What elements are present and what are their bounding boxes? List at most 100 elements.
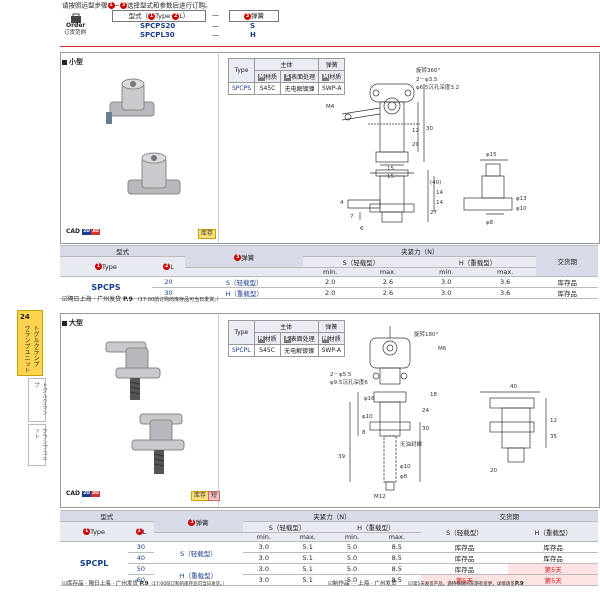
small-note-ref[interactable]: P.9 xyxy=(123,296,133,303)
sel-smax: 2.6 xyxy=(357,287,419,299)
sel-delivery-s: 库存品 xyxy=(420,563,509,575)
material-icon: M xyxy=(257,336,265,343)
sel-hmin: 3.0 xyxy=(418,276,474,288)
large-dim-phi10b: φ10 xyxy=(400,464,411,470)
small-photo-divider xyxy=(218,52,219,242)
sel-l: 20 xyxy=(151,276,186,288)
small-dim-30: 30 xyxy=(426,126,433,132)
spec-main-header: 主体 xyxy=(253,320,319,333)
step-2-icon: 2 xyxy=(172,12,180,20)
sel-hmin: 5.0 xyxy=(331,574,373,586)
small-dim-phi13: φ13 xyxy=(516,196,527,202)
large-note-ref[interactable]: P.9 xyxy=(139,581,149,587)
sel-smax: 5.1 xyxy=(284,541,332,553)
small-stock-tag: 库存 xyxy=(198,229,217,239)
sel-spring: H（重载型） xyxy=(153,563,244,586)
large-product-photo-1 xyxy=(96,334,172,404)
sel-s-min: min. xyxy=(303,267,358,277)
table-row[interactable]: 50 H（重载型） 3.0 5.1 5.0 8.5 库存品 第5天 xyxy=(60,563,598,586)
large-technical-drawing: 旋转180° 2－φ5.5 φ9.5沉孔深度6 M6 40 18 φ16 24 … xyxy=(330,326,557,500)
sel-spring: S（轻载型） xyxy=(153,541,244,564)
step-2-icon: 2 xyxy=(163,263,171,270)
side-tab-secondary-1[interactable]: トグルクランプ xyxy=(28,378,47,422)
large-dim-phi10: φ10 xyxy=(362,414,373,420)
spec-spring-material-header: M材质 xyxy=(318,70,346,83)
large-dim-18: 18 xyxy=(430,392,437,398)
cad-3d-icon: 3D xyxy=(91,490,100,497)
small-product-photo-2 xyxy=(120,148,190,206)
spec-surface: 无电解镀镍 xyxy=(280,82,320,95)
large-dim-39: 39 xyxy=(338,454,345,460)
sel-h-header: H（重载型） xyxy=(418,256,537,268)
large-dim-rot: 旋转180° xyxy=(414,330,438,338)
cad-2d-icon: 2D xyxy=(82,228,91,235)
step-1-icon: 1 xyxy=(148,12,156,20)
sel-l: 30 xyxy=(151,287,186,299)
sel-hmax: 8.5 xyxy=(372,541,421,553)
calendar-icon: ☑ xyxy=(408,581,413,587)
sel-spring: S（轻载型） xyxy=(185,276,304,288)
surface-icon: S xyxy=(283,336,291,343)
large-dim-35: 35 xyxy=(550,434,557,440)
sel-hmax: 3.6 xyxy=(473,276,537,288)
table-row[interactable]: SPCPL 30 S（轻载型） 3.0 5.1 5.0 8.5 库存品 库存品 xyxy=(60,541,598,586)
sel-delivery-s-header: S（轻载型） xyxy=(420,521,509,542)
small-dim-4: 4 xyxy=(340,200,344,206)
large-shipping-note: ☑库存品 · 隔日上海 · 广州发货 P.9（17:00前订购的库存品可当日发货… xyxy=(62,581,227,587)
sel-delivery-header: 交货期 xyxy=(536,245,598,277)
spec-type: SPCPS xyxy=(227,82,256,95)
small-dim-holes: 2－φ3.5 xyxy=(416,77,438,83)
side-tab-secondary-2[interactable]: クランプユニット xyxy=(28,424,47,466)
material-icon: M xyxy=(321,336,329,343)
order-example-2-model: SPCPL30 xyxy=(140,31,175,39)
sel-smin: 3.0 xyxy=(243,563,285,575)
sel-smax: 5.1 xyxy=(284,574,332,586)
surface-icon: S xyxy=(284,74,292,81)
sel-delivery-header: 交货期 xyxy=(420,510,598,522)
sel-spring: H（重载型） xyxy=(185,287,304,299)
side-tab-primary[interactable]: 24 トグルクランプ クランプユニット xyxy=(17,310,43,376)
sel-hmin: 3.0 xyxy=(418,287,474,299)
large-section-title: 大型 xyxy=(62,318,83,328)
table-row[interactable]: 30 H（重载型） 2.0 2.6 3.0 3.6 库存品 xyxy=(60,287,598,299)
order-icon xyxy=(70,10,82,23)
large-dim-phi8: φ8 xyxy=(400,474,408,480)
side-tab-primary-label: トグルクランプ クランプユニット xyxy=(23,325,39,373)
small-dim-7: 7 xyxy=(350,214,354,220)
side-tab-number: 24 xyxy=(20,313,30,321)
sel-hmax: 3.6 xyxy=(473,287,537,299)
sel-smax: 5.1 xyxy=(284,563,332,575)
sel-hmin: 5.0 xyxy=(331,552,373,564)
small-dim-rot: 旋转360° xyxy=(416,66,440,74)
small-dim-20: 20 xyxy=(412,142,419,148)
large-dim-8: 8 xyxy=(362,430,366,436)
side-tab-secondary-1-label: トグルクランプ xyxy=(33,382,47,415)
sel-hmin: 5.0 xyxy=(331,563,373,575)
table-row[interactable]: SPCPS 20 S（轻载型） 2.0 2.6 3.0 3.6 库存品 xyxy=(60,276,598,299)
table-row[interactable]: 40 3.0 5.1 5.0 8.5 库存品 库存品 xyxy=(60,552,598,564)
sel-delivery-h: 第5天 xyxy=(508,574,598,586)
sel-s-min: min. xyxy=(243,532,285,542)
large-dim-holes: 2－φ5.5 xyxy=(330,372,352,378)
large-dim-cbore: φ9.5沉孔深度6 xyxy=(330,378,368,386)
table-row[interactable]: 60 3.0 5.1 5.0 8.5 第5天 第5天 xyxy=(60,574,598,586)
order-example-1-model: SPCPS20 xyxy=(140,22,176,30)
large-note3-ref[interactable]: P.9 xyxy=(514,581,524,587)
sel-h-max: max. xyxy=(473,267,537,277)
sel-hmax: 8.5 xyxy=(372,563,421,575)
cad-3d-icon: 3D xyxy=(91,228,100,235)
step-3-icon: 3 xyxy=(119,2,127,9)
large-dim-20: 20 xyxy=(490,468,497,474)
small-dim-15a: 15 xyxy=(387,166,394,172)
large-dim-m12: M12 xyxy=(374,494,386,500)
